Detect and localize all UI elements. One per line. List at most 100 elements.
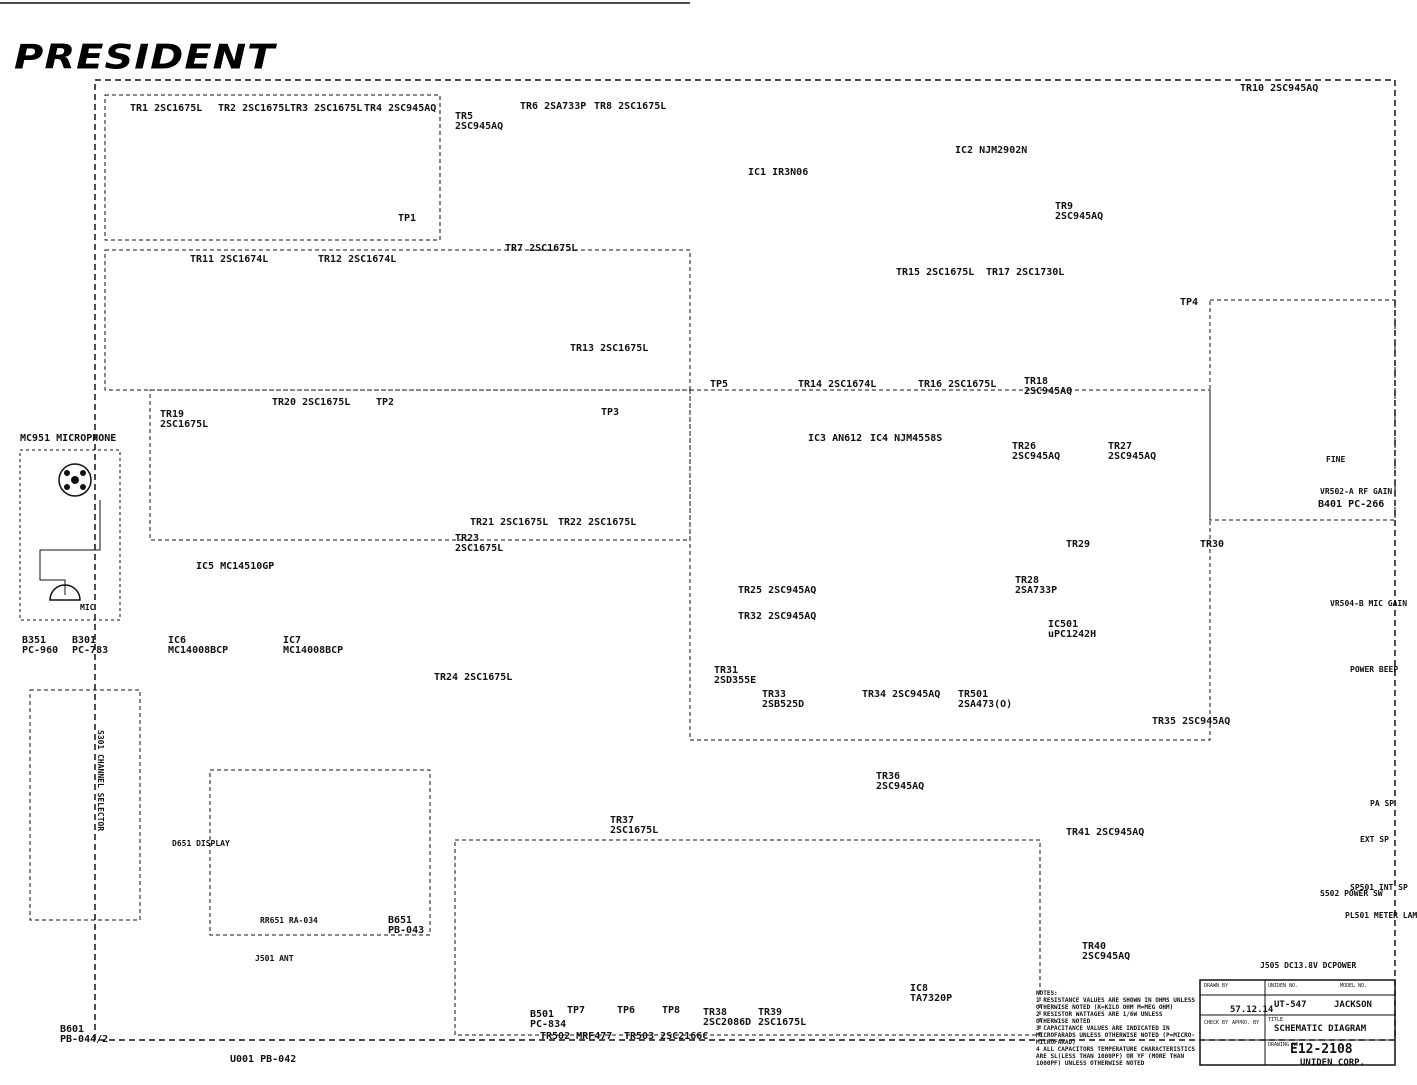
tb-company: UNIDEN CORP. xyxy=(1300,1058,1366,1068)
tr22-label: TR22 2SC1675L xyxy=(558,517,637,528)
tb-drawing-no: E12-2108 xyxy=(1290,1042,1353,1057)
tr2-label: TR2 2SC1675L xyxy=(218,103,291,114)
tr25-label: TR25 2SC945AQ xyxy=(738,585,817,596)
tb-title: SCHEMATIC DIAGRAM xyxy=(1274,1024,1367,1034)
tp4-label: TP4 xyxy=(1180,297,1199,308)
note-item: 2 RESISTOR WATTAGES ARE 1/6W UNLESS OTHE… xyxy=(1036,1011,1163,1025)
board-u001: U001 PB-042 xyxy=(230,1054,297,1065)
ic2-label: IC2 NJM2902N xyxy=(955,145,1028,156)
tr29-label: TR29 xyxy=(1066,539,1091,550)
display-label: D651 DISPLAY xyxy=(172,839,230,848)
tr6-label: TR6 2SA733P xyxy=(520,101,587,112)
tr17-label: TR17 2SC1730L xyxy=(986,267,1065,278)
tr8-label: TR8 2SC1675L xyxy=(594,101,667,112)
tr41-label: TR41 2SC945AQ xyxy=(1066,827,1145,838)
power-beep-label: POWER BEEP xyxy=(1350,665,1399,674)
tr21-label: TR21 2SC1675L xyxy=(470,517,549,528)
tb-model-name: JACKSON xyxy=(1334,1000,1372,1010)
tr24-label: TR24 2SC1675L xyxy=(434,672,513,683)
tr7-label: TR7 2SC1675L xyxy=(505,243,578,254)
tp1-label: TP1 xyxy=(398,213,417,224)
meter-lamp-label: PL501 METER LAMP xyxy=(1345,911,1417,920)
tp7-label: TP7 xyxy=(567,1005,586,1016)
tr1-label: TR1 2SC1675L xyxy=(130,103,203,114)
tr3-label: TR3 2SC1675L xyxy=(290,103,363,114)
tp6-label: TP6 xyxy=(617,1005,636,1016)
ic1-label: IC1 IR3N06 xyxy=(748,167,809,178)
fine-label: FINE xyxy=(1326,455,1346,464)
tb-checked-by: CHECK BY xyxy=(1204,1020,1229,1026)
tr503-label: TR503 2SC2166C xyxy=(624,1031,709,1042)
ant-label: J501 ANT xyxy=(255,954,294,963)
tb-approved-by: APPRO. BY xyxy=(1232,1020,1260,1026)
tr13-label: TR13 2SC1675L xyxy=(570,343,649,354)
tr20-label: TR20 2SC1675L xyxy=(272,397,351,408)
tp2-label: TP2 xyxy=(376,397,395,408)
notes-block: NOTES: 1 RESISTANCE VALUES ARE SHOWN IN … xyxy=(1036,990,1196,1067)
ic3-label: IC3 AN612 xyxy=(808,433,863,444)
rf-gain-label: VR502-A RF GAIN xyxy=(1320,487,1393,496)
tr15-label: TR15 2SC1675L xyxy=(896,267,975,278)
ic4-label: IC4 NJM4558S xyxy=(870,433,943,444)
int-sp-label: SP501 INT SP xyxy=(1350,883,1408,892)
tr16-label: TR16 2SC1675L xyxy=(918,379,997,390)
note-item: 3 CAPACITANCE VALUES ARE INDICATED IN MI… xyxy=(1036,1025,1195,1046)
tb-model-no: UT-547 xyxy=(1274,1000,1307,1010)
tp8-label: TP8 xyxy=(662,1005,681,1016)
tr502-label: TR502 MRF477 xyxy=(540,1031,613,1042)
tp3-label: TP3 xyxy=(601,407,620,418)
tr35-label: TR35 2SC945AQ xyxy=(1152,716,1231,727)
tb-drawing-caption: DRAWING NO. xyxy=(1268,1042,1302,1048)
tr4-label: TR4 2SC945AQ xyxy=(364,103,437,114)
brand-logo: PRESIDENT xyxy=(14,38,276,78)
ic5-label: IC5 MC14510GP xyxy=(196,561,275,572)
note-item: 1 RESISTANCE VALUES ARE SHOWN IN OHMS UN… xyxy=(1036,997,1195,1011)
mic-gain-label: VR504-B MIC GAIN xyxy=(1330,599,1408,608)
pa-sp-label: PA SP xyxy=(1370,799,1395,808)
dc-power-label: J505 DC13.8V DCPOWER xyxy=(1260,961,1357,970)
board-rr651: RR651 RA-034 xyxy=(260,916,318,925)
tb-uniden-no-caption: UNIDEN NO. xyxy=(1268,983,1299,989)
tr32-label: TR32 2SC945AQ xyxy=(738,611,817,622)
mic-label: MIC xyxy=(80,603,95,612)
ext-sp-label: EXT SP xyxy=(1360,835,1389,844)
note-item: 4 ALL CAPACITORS TEMPERATURE CHARACTERIS… xyxy=(1036,1046,1195,1067)
power-switch-label: S502 POWER SW xyxy=(1320,889,1383,898)
tr11-label: TR11 2SC1674L xyxy=(190,254,269,265)
tr12-label: TR12 2SC1674L xyxy=(318,254,397,265)
tr34-label: TR34 2SC945AQ xyxy=(862,689,941,700)
tb-drawn-by: DRAWN BY xyxy=(1204,983,1229,989)
tb-date: 57.12.14 xyxy=(1230,1005,1274,1015)
notes-heading: NOTES: xyxy=(1036,990,1058,997)
tr14-label: TR14 2SC1674L xyxy=(798,379,877,390)
board-b401: B401 PC-266 xyxy=(1318,499,1385,510)
tr10-label: TR10 2SC945AQ xyxy=(1240,83,1319,94)
